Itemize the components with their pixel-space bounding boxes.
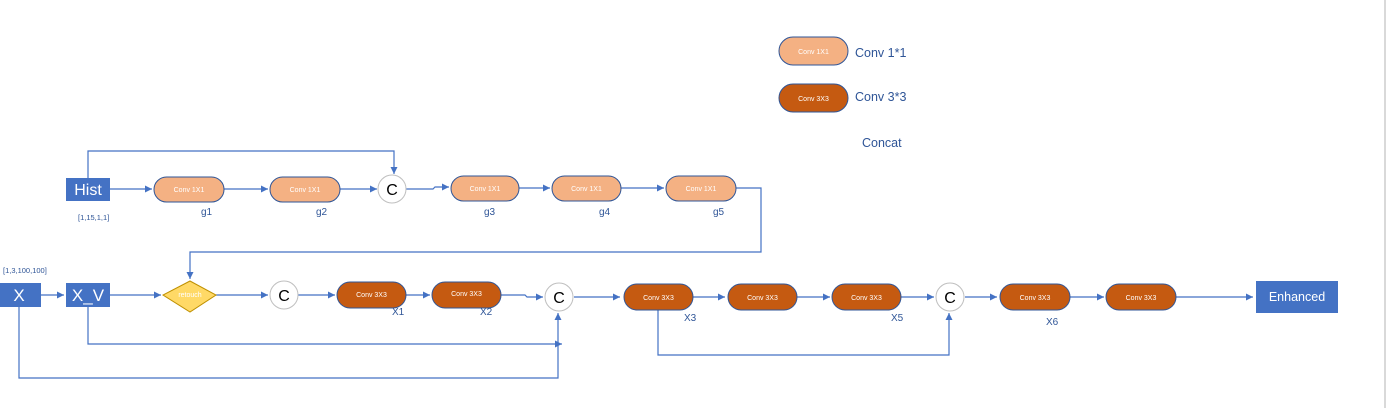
arrow-x2-c3 (501, 293, 543, 301)
hist-label: Hist (74, 182, 102, 199)
x-shape-label: [1,3,100,100] (3, 266, 47, 275)
enhanced-box (1256, 281, 1338, 313)
hist-branch: Hist [1,15,1,1] Conv 1X1 g1 Conv 1X1 g2 … (66, 174, 737, 222)
x3-node-text: Conv 3X3 (643, 295, 674, 302)
x-box (0, 283, 41, 307)
arrow-c1-g3 (406, 183, 449, 191)
arrow-x-skip-c3 (18, 307, 562, 379)
arrow-xv-skip-c3 (87, 307, 562, 348)
concat-node-1-symbol: C (386, 182, 398, 199)
arrow-g5-retouch (186, 187, 762, 279)
g3-node (450, 175, 520, 202)
concat-node-1 (377, 174, 407, 204)
g2-node (269, 176, 341, 203)
x7-node (1105, 283, 1177, 311)
x-label: X (13, 286, 24, 305)
g3-label: g3 (484, 207, 496, 218)
concat-node-4-symbol: C (944, 290, 956, 307)
g1-node (153, 176, 225, 203)
x6-label: X6 (1046, 317, 1059, 328)
hist-box (66, 178, 110, 201)
x3-node (623, 283, 694, 311)
x3-label: X3 (684, 313, 697, 324)
legend-conv1-label: Conv 1*1 (855, 46, 906, 60)
x6-node-text: Conv 3X3 (1020, 295, 1051, 302)
g1-label: g1 (201, 207, 213, 218)
xv-box (66, 283, 110, 307)
g1-node-text: Conv 1X1 (174, 187, 205, 194)
x2-node (431, 281, 502, 309)
legend-conv3-label: Conv 3*3 (855, 90, 906, 104)
concat-node-2 (269, 280, 299, 310)
legend-concat-label: Concat (862, 136, 902, 150)
concat-node-2-symbol: C (278, 288, 290, 305)
x6-node (999, 283, 1071, 311)
x5-label: X5 (891, 313, 904, 324)
retouch-label: retouch (178, 292, 201, 299)
g2-node-text: Conv 1X1 (290, 187, 321, 194)
legend: Conv 1X1 Conv 1*1 Conv 3X3 Conv 3*3 Conc… (778, 36, 906, 150)
g4-node-text: Conv 1X1 (571, 186, 602, 193)
x4-node-text: Conv 3X3 (747, 295, 778, 302)
x7-node-text: Conv 3X3 (1126, 295, 1157, 302)
concat-node-3 (544, 282, 574, 312)
hist-shape-label: [1,15,1,1] (78, 213, 109, 222)
legend-conv1-pill (778, 36, 849, 66)
g4-node (551, 175, 622, 202)
retouch-diamond (161, 280, 217, 313)
x2-label: X2 (480, 307, 493, 318)
concat-node-4 (935, 282, 965, 312)
g5-label: g5 (713, 207, 725, 218)
arrow-hist-skip-c1 (87, 150, 398, 178)
x1-node-text: Conv 3X3 (356, 292, 387, 299)
g3-node-text: Conv 1X1 (470, 186, 501, 193)
legend-conv3-pill (778, 83, 849, 113)
x5-node-text: Conv 3X3 (851, 295, 882, 302)
arrow-x3-skip-c4 (657, 310, 953, 356)
enhanced-label: Enhanced (1269, 290, 1325, 304)
x2-node-text: Conv 3X3 (451, 291, 482, 298)
x5-node (831, 283, 902, 311)
legend-conv3-pill-text: Conv 3X3 (798, 96, 829, 103)
g5-node-text: Conv 1X1 (686, 186, 717, 193)
x1-label: X1 (392, 307, 405, 318)
x4-node (727, 283, 798, 311)
xv-label: X_V (72, 286, 105, 305)
concat-node-3-symbol: C (553, 290, 565, 307)
g4-label: g4 (599, 207, 611, 218)
x1-node (336, 281, 407, 309)
g5-node (665, 175, 737, 202)
connectors (18, 150, 1253, 379)
legend-conv1-pill-text: Conv 1X1 (798, 49, 829, 56)
g2-label: g2 (316, 207, 328, 218)
main-branch: [1,3,100,100] X X_V retouch C Conv 3X3 X… (0, 266, 1338, 328)
